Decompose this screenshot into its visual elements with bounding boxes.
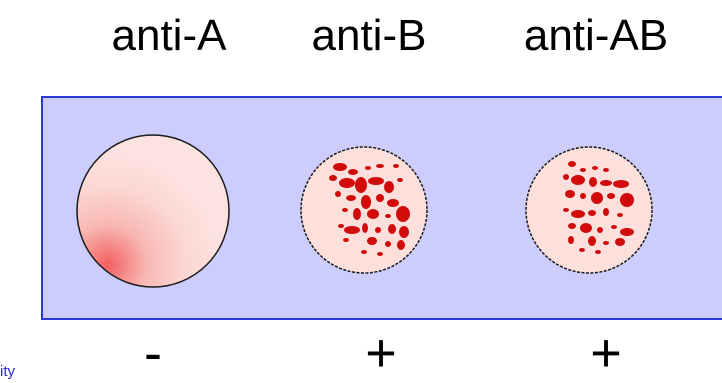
well-anti-a <box>77 135 229 287</box>
well-anti-ab <box>526 147 652 273</box>
result-anti-b: + <box>321 326 441 380</box>
footer-text: ity <box>0 364 15 379</box>
result-anti-a: - <box>93 326 213 380</box>
result-anti-ab: + <box>546 326 666 380</box>
well-anti-b <box>301 147 427 273</box>
